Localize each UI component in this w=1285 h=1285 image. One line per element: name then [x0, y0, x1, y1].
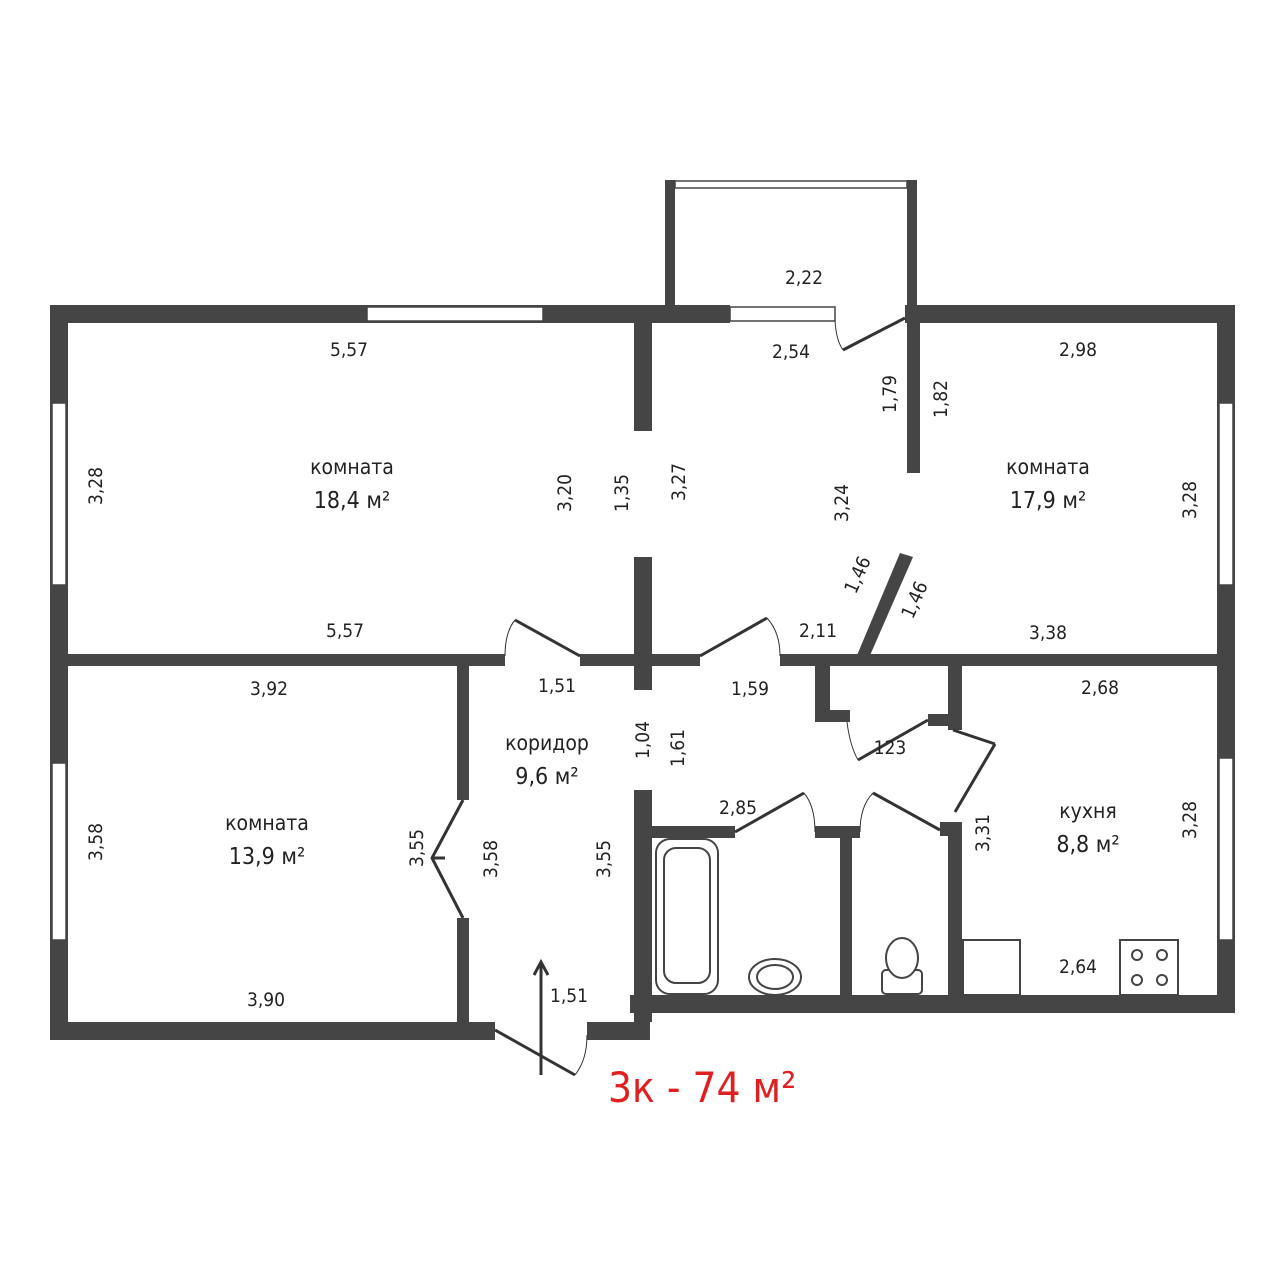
dimension: 2,85	[718, 797, 758, 819]
room-area: 17,9 м²	[1009, 488, 1087, 514]
room-name: комната	[225, 811, 309, 835]
room-label: комната 17,9 м²	[1006, 450, 1090, 518]
dimension: 1,51	[549, 985, 589, 1007]
dimension: 2,22	[784, 267, 824, 289]
dimension: 2,98	[1058, 339, 1098, 361]
dimension: 2,54	[771, 341, 811, 363]
dimension: 1,61	[667, 728, 689, 768]
dimension: 1,82	[930, 379, 952, 419]
room-name: комната	[310, 455, 394, 479]
dimension: 3,28	[1179, 800, 1201, 840]
dimension: 1,51	[537, 675, 577, 697]
dimension: 3,24	[831, 483, 853, 523]
dimension: 5,57	[325, 620, 365, 642]
kitchen-sink-icon	[962, 939, 1021, 996]
dimension: 1,04	[632, 720, 654, 760]
walls	[50, 180, 1235, 1040]
windows	[51, 180, 1234, 941]
dimension: 3,90	[246, 989, 286, 1011]
dimension: 3,28	[85, 466, 107, 506]
dimension: 3,20	[554, 473, 576, 513]
room-label: комната 13,9 м²	[225, 806, 309, 874]
dimension: 1,79	[879, 374, 901, 414]
dimension: 3,58	[85, 822, 107, 862]
room-area: 18,4 м²	[313, 488, 391, 514]
dimension: 3,28	[1179, 480, 1201, 520]
room-name: комната	[1006, 455, 1090, 479]
dimension: 1,59	[730, 678, 770, 700]
room-area: 8,8 м²	[1056, 832, 1120, 858]
dimension: 5,57	[329, 339, 369, 361]
dimension: 2,64	[1058, 956, 1098, 978]
dimension: 3,55	[406, 828, 428, 868]
room-label: комната 18,4 м²	[310, 450, 394, 518]
room-label: кухня 8,8 м²	[1056, 794, 1119, 862]
dimension: 3,58	[480, 839, 502, 879]
dimension: 123	[873, 737, 907, 759]
room-area: 9,6 м²	[515, 764, 579, 790]
room-label: коридор 9,6 м²	[505, 726, 589, 794]
dimension: 2,11	[798, 620, 838, 642]
room-name: кухня	[1059, 799, 1117, 823]
dimension: 3,92	[249, 678, 289, 700]
dimension: 1,35	[611, 473, 633, 513]
dimension: 2,68	[1080, 677, 1120, 699]
dimension: 3,27	[668, 462, 690, 502]
stove-icon	[1119, 939, 1179, 996]
dimension: 3,31	[972, 813, 994, 853]
dimension: 3,38	[1028, 622, 1068, 644]
dimension: 3,55	[593, 839, 615, 879]
total-area-label: 3к - 74 м²	[608, 1063, 797, 1112]
room-name: коридор	[505, 731, 589, 755]
room-area: 13,9 м²	[228, 844, 306, 870]
fixtures	[655, 838, 1179, 996]
doors	[430, 316, 997, 1077]
